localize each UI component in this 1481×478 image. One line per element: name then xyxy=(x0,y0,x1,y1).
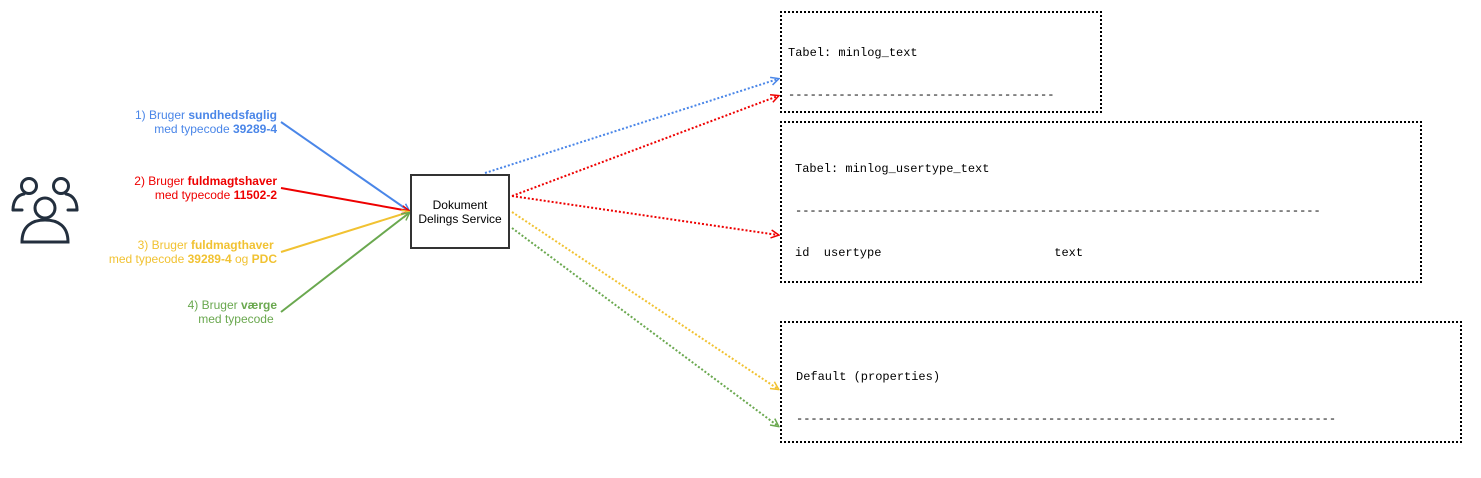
default-properties-box: Default (properties) -------------------… xyxy=(780,321,1462,443)
service-name-line2: Delings Service xyxy=(418,211,502,226)
user-label-4: 4) Bruger værge med typecode xyxy=(188,298,277,326)
minlog-usertype-text-table: Tabel: minlog_usertype_text ------------… xyxy=(780,121,1422,283)
user-2-typecode-prefix: med typecode xyxy=(154,188,234,202)
user-1-prefix: 1) Bruger xyxy=(134,108,189,122)
user-3-typecode: 39289-4 xyxy=(187,252,232,266)
user-label-3: 3) Bruger fuldmagthaver med typecode 392… xyxy=(109,238,277,266)
user-3-sep: og xyxy=(231,252,252,266)
defaults-separator: ----------------------------------------… xyxy=(796,412,1337,426)
connector-user2-service xyxy=(280,187,409,211)
connector-user4-service xyxy=(280,213,409,313)
connector-service-usertype-red xyxy=(511,195,778,235)
minlog-text-separator-top: ------------------------------------- xyxy=(788,88,1055,102)
user-3-extra: PDC xyxy=(251,252,277,266)
minlog-text-title: Tabel: minlog_text xyxy=(788,46,918,60)
users-group-icon xyxy=(11,177,79,244)
connector-service-minlog-text-blue xyxy=(484,79,778,174)
user-2-typecode: 11502-2 xyxy=(233,188,277,202)
user-label-2: 2) Bruger fuldmagtshaver med typecode 11… xyxy=(134,174,277,202)
user-4-typecode-prefix: med typecode xyxy=(198,312,274,326)
minlog-text-table: Tabel: minlog_text ---------------------… xyxy=(780,11,1102,113)
user-4-role: værge xyxy=(240,298,277,312)
connector-service-minlog-text-red xyxy=(511,96,778,197)
connector-service-defaults-yellow xyxy=(511,211,778,389)
connector-service-defaults-green xyxy=(511,227,778,426)
user-2-role: fuldmagtshaver xyxy=(187,174,277,188)
connector-user3-service xyxy=(280,212,409,253)
user-2-prefix: 2) Bruger xyxy=(134,174,188,188)
usertype-table-title: Tabel: minlog_usertype_text xyxy=(795,162,990,176)
user-1-typecode: 39289-4 xyxy=(232,122,277,136)
user-3-typecode-prefix: med typecode xyxy=(108,252,188,266)
dokument-delings-service-box[interactable]: Dokument Delings Service xyxy=(410,174,510,249)
user-1-role: sundhedsfaglig xyxy=(188,108,277,122)
user-1-typecode-prefix: med typecode xyxy=(154,122,233,136)
usertype-table-header: id usertype text xyxy=(795,246,1084,260)
user-3-role: fuldmagthaver xyxy=(190,238,274,252)
usertype-table-separator-top: ----------------------------------------… xyxy=(795,204,1321,218)
defaults-title: Default (properties) xyxy=(796,370,941,384)
service-name-line1: Dokument xyxy=(432,197,488,212)
connector-user1-service xyxy=(280,121,409,211)
user-label-1: 1) Bruger sundhedsfaglig med typecode 39… xyxy=(135,108,277,136)
user-3-prefix: 3) Bruger xyxy=(137,238,191,252)
user-4-prefix: 4) Bruger xyxy=(187,298,241,312)
